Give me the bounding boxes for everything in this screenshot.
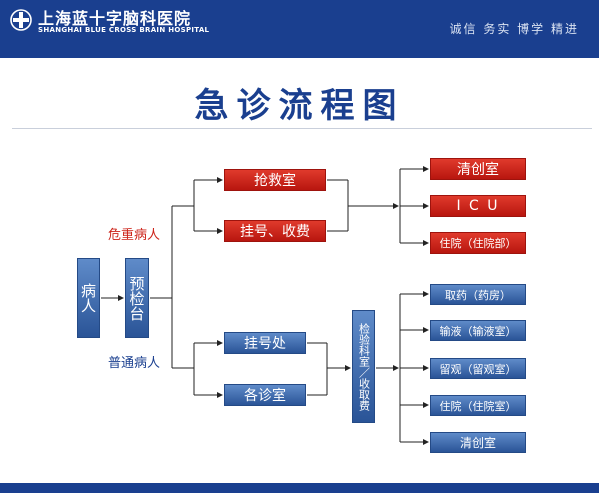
hospital-name-en: SHANGHAI BLUE CROSS BRAIN HOSPITAL bbox=[38, 26, 210, 34]
hospital-motto: 诚信 务实 博学 精进 bbox=[449, 22, 579, 36]
title-divider bbox=[12, 128, 592, 129]
node-clinics: 各诊室 bbox=[224, 384, 306, 406]
node-hospitalize-critical: 住院（住院部） bbox=[430, 232, 526, 254]
cross-logo-icon bbox=[10, 9, 32, 31]
label-critical-patient: 危重病人 bbox=[108, 228, 161, 243]
node-registration: 挂号处 bbox=[224, 332, 306, 354]
node-register-pay: 挂号、收费 bbox=[224, 220, 326, 242]
node-icu: I C U bbox=[430, 195, 526, 217]
node-triage: 预检台 bbox=[125, 258, 149, 338]
footer-bar bbox=[0, 483, 599, 493]
hospital-name-cn: 上海蓝十字脑科医院 bbox=[38, 9, 192, 28]
label-ordinary-patient: 普通病人 bbox=[108, 356, 161, 371]
node-hospitalize-ordinary: 住院（住院室） bbox=[430, 395, 526, 416]
node-observation: 留观（留观室） bbox=[430, 358, 526, 379]
node-rescue-room: 抢救室 bbox=[224, 169, 326, 191]
node-debridement-critical: 清创室 bbox=[430, 158, 526, 180]
node-patient: 病人 bbox=[77, 258, 100, 338]
node-infusion: 输液（输液室） bbox=[430, 320, 526, 341]
node-pharmacy: 取药（药房） bbox=[430, 284, 526, 305]
node-debridement-ordinary: 清创室 bbox=[430, 432, 526, 453]
page-title: 急诊流程图 bbox=[194, 86, 405, 126]
node-lab-fee: 检验科室／收取费 bbox=[352, 310, 375, 423]
header-banner: 上海蓝十字脑科医院 SHANGHAI BLUE CROSS BRAIN HOSP… bbox=[0, 0, 599, 58]
